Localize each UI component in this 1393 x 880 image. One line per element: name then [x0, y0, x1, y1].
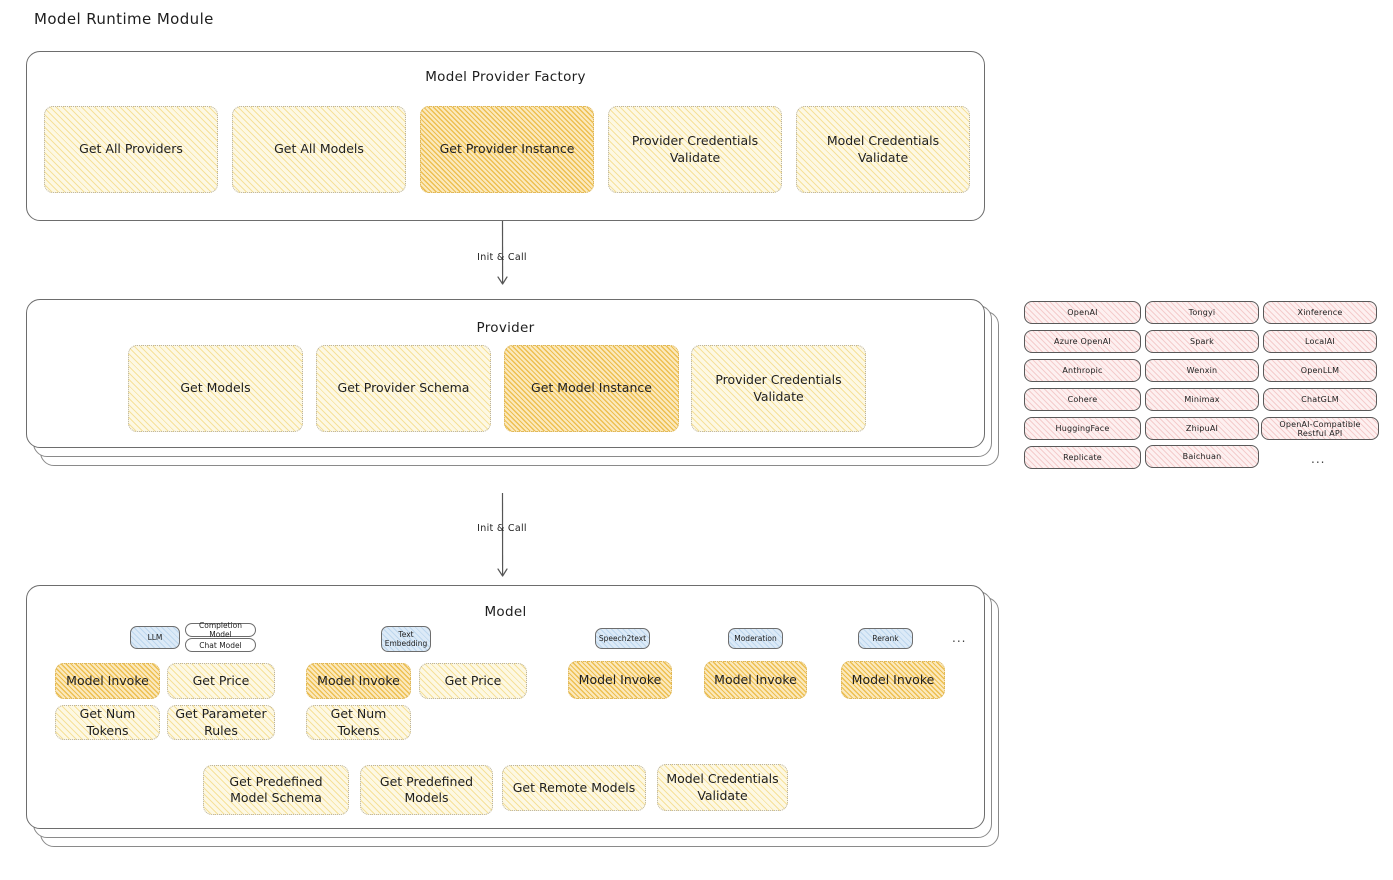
model-subtype-badge-completion-model[interactable]: Completion Model	[185, 621, 256, 639]
text-embedding-method-model-invoke[interactable]: Model Invoke	[306, 663, 411, 699]
provider-pill-xinference[interactable]: Xinference	[1263, 301, 1377, 324]
provider-method-get-provider-schema[interactable]: Get Provider Schema	[316, 345, 491, 432]
model-common-method-model-credentials-validate[interactable]: Model Credentials Validate	[657, 764, 788, 811]
model-type-badge-llm[interactable]: LLM	[130, 626, 180, 649]
provider-method-get-models[interactable]: Get Models	[128, 345, 303, 432]
model-types-more: ...	[952, 631, 967, 645]
llm-method-model-invoke[interactable]: Model Invoke	[55, 663, 160, 699]
provider-pill-spark[interactable]: Spark	[1145, 330, 1259, 353]
factory-method-model-credentials-validate[interactable]: Model Credentials Validate	[796, 106, 970, 193]
provider-pill-minimax[interactable]: Minimax	[1145, 388, 1259, 411]
model-common-method-get-predefined-models[interactable]: Get Predefined Models	[360, 765, 493, 815]
speech2text-method-model-invoke[interactable]: Model Invoke	[568, 661, 672, 699]
factory-method-get-provider-instance[interactable]: Get Provider Instance	[420, 106, 594, 193]
arrow-provider-to-model	[497, 492, 508, 577]
provider-pill-tongyi[interactable]: Tongyi	[1145, 301, 1259, 324]
factory-method-get-all-providers[interactable]: Get All Providers	[44, 106, 218, 193]
provider-pill-replicate[interactable]: Replicate	[1024, 446, 1141, 469]
provider-pill-azure-openai[interactable]: Azure OpenAI	[1024, 330, 1141, 353]
model-provider-factory-title: Model Provider Factory	[425, 69, 586, 85]
provider-pill-huggingface[interactable]: HuggingFace	[1024, 417, 1141, 440]
llm-method-get-parameter-rules[interactable]: Get Parameter Rules	[167, 705, 275, 740]
rerank-method-model-invoke[interactable]: Model Invoke	[841, 661, 945, 699]
provider-pill-localai[interactable]: LocalAI	[1263, 330, 1377, 353]
provider-list-more: ...	[1311, 452, 1326, 466]
provider-pill-anthropic[interactable]: Anthropic	[1024, 359, 1141, 382]
arrow-label-init-and-call-1: Init & Call	[477, 252, 527, 263]
arrow-label-init-and-call-2: Init & Call	[477, 523, 527, 534]
factory-method-get-all-models[interactable]: Get All Models	[232, 106, 406, 193]
provider-pill-openllm[interactable]: OpenLLM	[1263, 359, 1377, 382]
provider-method-get-model-instance[interactable]: Get Model Instance	[504, 345, 679, 432]
model-panel-title: Model	[484, 604, 527, 620]
text-embedding-method-get-num-tokens[interactable]: Get Num Tokens	[306, 705, 411, 740]
model-type-badge-moderation[interactable]: Moderation	[728, 628, 783, 649]
page-title: Model Runtime Module	[34, 10, 214, 28]
provider-pill-chatglm[interactable]: ChatGLM	[1263, 388, 1377, 411]
llm-method-get-price[interactable]: Get Price	[167, 663, 275, 699]
text-embedding-method-get-price[interactable]: Get Price	[419, 663, 527, 699]
model-subtype-badge-chat-model[interactable]: Chat Model	[185, 638, 256, 652]
model-type-badge-text-embedding[interactable]: Text Embedding	[381, 626, 431, 652]
provider-pill-openai-compatible-restful-api[interactable]: OpenAI-Compatible Restful API	[1261, 417, 1379, 440]
provider-pill-wenxin[interactable]: Wenxin	[1145, 359, 1259, 382]
provider-panel-title: Provider	[476, 320, 535, 336]
model-type-badge-rerank[interactable]: Rerank	[858, 628, 913, 649]
arrow-factory-to-provider	[497, 220, 508, 285]
provider-pill-baichuan[interactable]: Baichuan	[1145, 445, 1259, 468]
model-common-method-get-remote-models[interactable]: Get Remote Models	[502, 765, 646, 811]
llm-method-get-num-tokens[interactable]: Get Num Tokens	[55, 705, 160, 740]
provider-pill-cohere[interactable]: Cohere	[1024, 388, 1141, 411]
provider-pill-zhipuai[interactable]: ZhipuAI	[1145, 417, 1259, 440]
moderation-method-model-invoke[interactable]: Model Invoke	[704, 661, 807, 699]
provider-method-provider-credentials-validate[interactable]: Provider Credentials Validate	[691, 345, 866, 432]
factory-method-provider-credentials-validate[interactable]: Provider Credentials Validate	[608, 106, 782, 193]
provider-pill-openai[interactable]: OpenAI	[1024, 301, 1141, 324]
model-type-badge-speech2text[interactable]: Speech2text	[595, 628, 650, 649]
model-common-method-get-predefined-model-schema[interactable]: Get Predefined Model Schema	[203, 765, 349, 815]
